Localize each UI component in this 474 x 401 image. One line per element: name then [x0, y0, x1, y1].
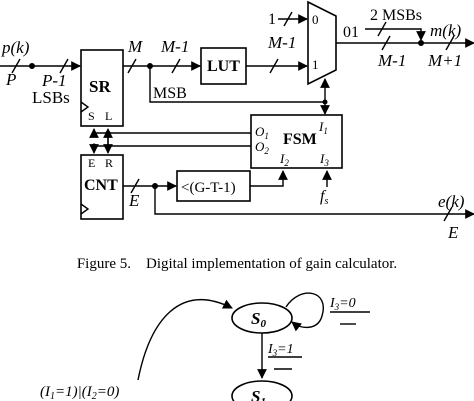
signal-01-label: 01 — [343, 24, 359, 41]
signal-fs-label: fs — [320, 188, 328, 207]
signal-one-label: 1 — [268, 11, 276, 28]
signal-M1b-label: M-1 — [267, 33, 296, 52]
cnt-label: CNT — [84, 177, 118, 194]
two-msbs-wire — [365, 28, 426, 41]
fsm-i2: I2 — [279, 151, 289, 168]
signal-P1-label: P-1 — [41, 71, 67, 90]
signal-pk-label: p(k) — [1, 38, 30, 57]
fsm-i3: I3 — [319, 151, 329, 168]
mux-block — [307, 0, 337, 86]
fsm-o1: O1 — [255, 124, 269, 141]
msb-wire — [149, 66, 330, 115]
mux-in0: 0 — [312, 12, 319, 27]
fsm-i1: I1 — [318, 119, 328, 136]
cnt-port-e: E — [88, 156, 95, 170]
s0-self-loop — [285, 292, 325, 332]
two-msbs-slash — [377, 21, 387, 37]
signal-M1c-label: M-1 — [377, 51, 406, 70]
sr-block — [80, 49, 124, 127]
one-bus-slash — [283, 11, 293, 27]
cnt-port-r: R — [105, 156, 113, 170]
state-s1 — [231, 380, 293, 401]
comparator-label: <(G-T-1) — [181, 180, 236, 196]
cnt-bus-slash — [130, 178, 140, 194]
pk-bus-slash — [11, 58, 21, 74]
mux-bus-slash — [381, 35, 391, 51]
state-s1-label: S1 — [251, 387, 266, 401]
s0-s1-label: I3=1 — [267, 342, 294, 358]
sr-port-l: L — [105, 109, 112, 123]
signal-M-label: M — [127, 37, 143, 56]
sr-label: SR — [89, 77, 111, 96]
signal-LSBs-label: LSBs — [32, 88, 70, 107]
lut-block — [200, 47, 247, 85]
signal-Mplus1-label: M+1 — [427, 51, 462, 70]
pk-dot — [29, 63, 35, 69]
signal-MSB-label: MSB — [153, 85, 187, 102]
ek-wire — [154, 186, 474, 219]
sr-port-s: S — [88, 109, 95, 123]
ek-bus-slash — [443, 206, 453, 222]
mk-bus-slash — [445, 35, 455, 51]
s0-loop-label: I3=0 — [329, 296, 356, 312]
signal-P-label: P — [5, 70, 16, 89]
signal-mk-label: m(k) — [430, 21, 461, 40]
signal-E-end-label: E — [447, 223, 459, 242]
signal-M1a-label: M-1 — [160, 37, 189, 56]
lut-label: LUT — [207, 58, 240, 75]
fsm-block — [250, 114, 343, 169]
m-bus-slash — [127, 58, 137, 74]
return-arc — [137, 299, 233, 381]
fsm-o2: O2 — [255, 139, 269, 156]
mux-sel-dot — [322, 99, 328, 105]
m1-bus-slash — [171, 58, 181, 74]
fsm-label: FSM — [283, 131, 317, 148]
cnt-clock — [80, 203, 90, 215]
sr-clock — [80, 101, 90, 113]
signal-2msbs-label: 2 MSBs — [370, 7, 422, 24]
lsb-bus-slash — [59, 58, 69, 74]
condition-label: (I1=1)|(I2=0) — [40, 384, 119, 401]
lut-bus-slash — [269, 58, 279, 74]
signal-E-label: E — [128, 191, 140, 210]
signal-ek-label: e(k) — [438, 192, 465, 211]
mux-in1: 1 — [312, 57, 319, 72]
figure-caption: Figure 5. Digital implementation of gain… — [77, 256, 397, 272]
cmp-to-fsm-wire — [250, 170, 288, 187]
state-s0-label: S0 — [251, 309, 266, 330]
